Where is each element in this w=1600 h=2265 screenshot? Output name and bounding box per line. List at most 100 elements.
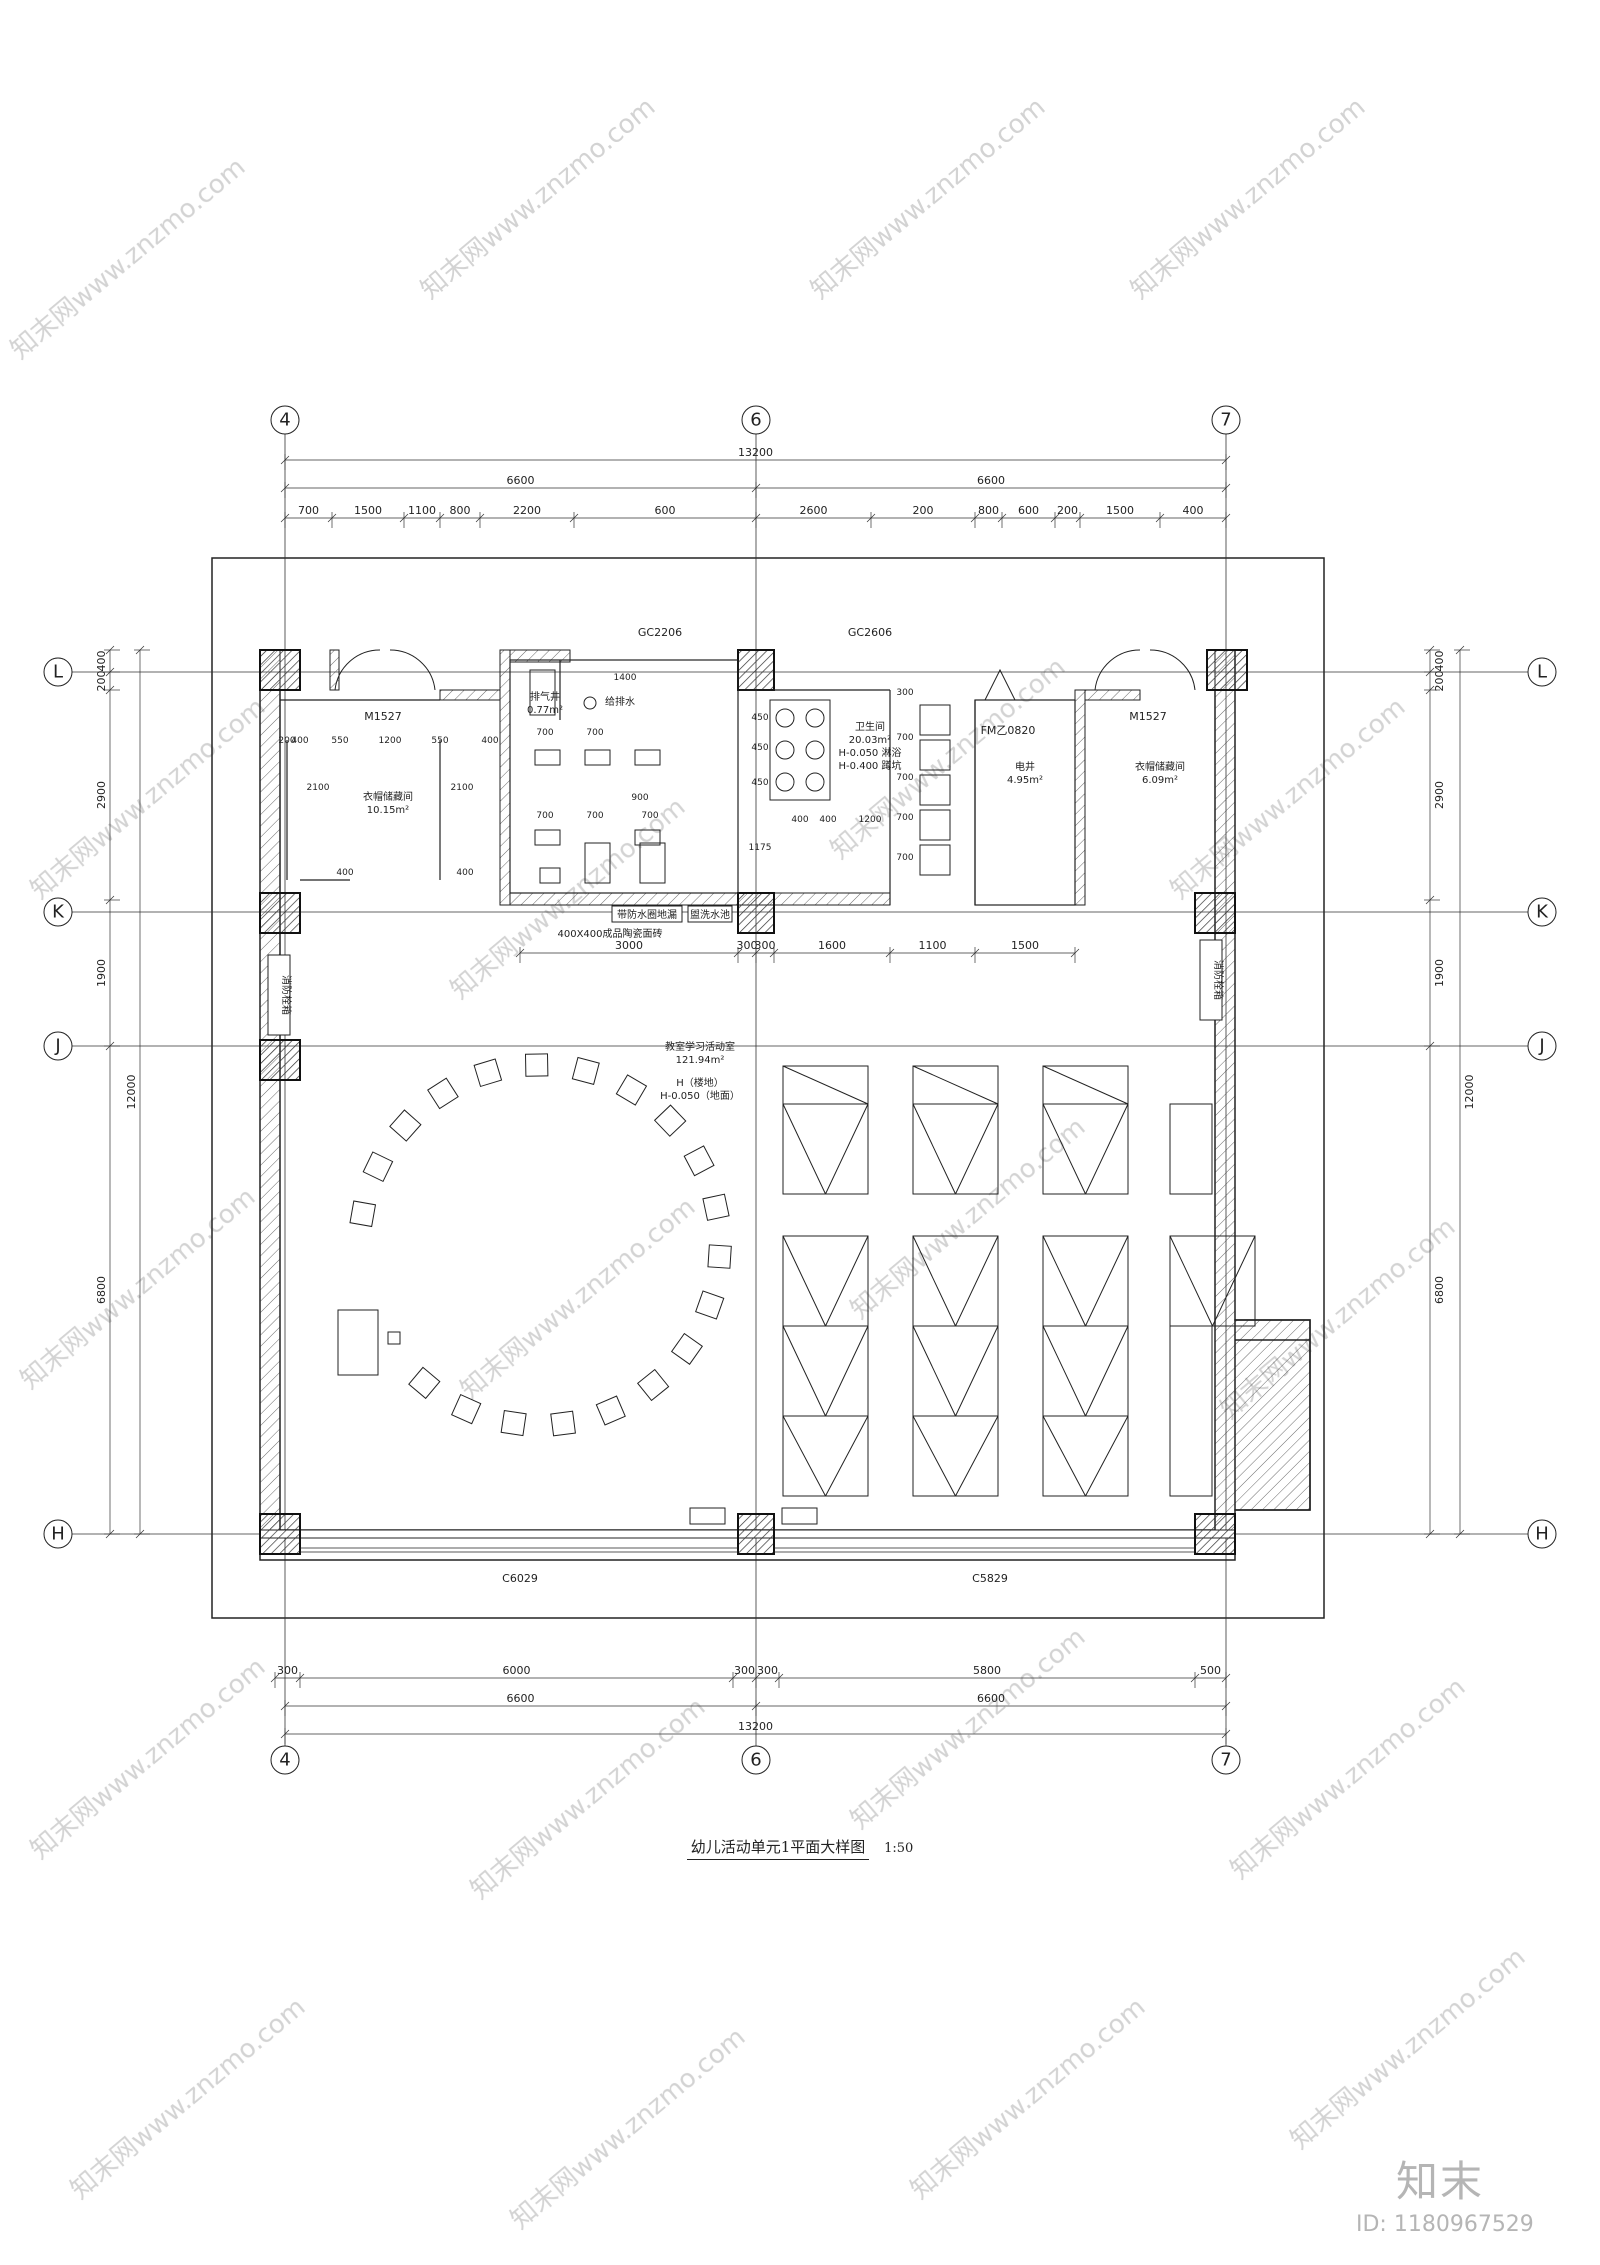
axis-label-row-L-left: L bbox=[53, 662, 63, 683]
axis-label-row-L-right: L bbox=[1537, 662, 1547, 683]
window-tag-top-left: GC2206 bbox=[638, 626, 682, 639]
watermark-text: 知末网www.znzmo.com bbox=[465, 1692, 711, 1905]
dim-bottom-half-label: 6600 bbox=[507, 1692, 535, 1705]
dim-toilet-label: 900 bbox=[631, 793, 648, 803]
bed bbox=[782, 1415, 869, 1497]
child-seat bbox=[653, 1104, 687, 1137]
dim-top-half-label: 6600 bbox=[507, 474, 535, 487]
room-area-coat-left: 10.15m² bbox=[367, 805, 409, 816]
dim-top-seg-label: 700 bbox=[298, 504, 319, 517]
dim-top-seg-label: 400 bbox=[1183, 504, 1204, 517]
dim-top-seg-label: 600 bbox=[1018, 504, 1039, 517]
dim-left-room-label: 2100 bbox=[307, 783, 330, 793]
drawing-title-block: 幼儿活动单元1平面大样图 1:50 bbox=[620, 1836, 980, 1860]
child-seat bbox=[615, 1074, 648, 1106]
window-tag-bottom-right: C5829 bbox=[972, 1572, 1008, 1585]
dim-bottom-seg-label: 300 bbox=[757, 1664, 778, 1677]
axis-label-col-7-bottom: 7 bbox=[1220, 1750, 1231, 1771]
dim-left-room-label: 400 bbox=[456, 868, 473, 878]
dim-interior-label: 1500 bbox=[1011, 939, 1039, 952]
watermark-text: 知末网www.znzmo.com bbox=[15, 1182, 261, 1395]
bed bbox=[1169, 1235, 1256, 1327]
room-name-supply: 给排水 bbox=[605, 695, 635, 708]
toilet-fixtures bbox=[529, 669, 951, 884]
bed bbox=[912, 1325, 999, 1417]
dim-top-seg-label: 2200 bbox=[513, 504, 541, 517]
dim-toilet-label: 700 bbox=[536, 728, 553, 738]
drawing-title: 幼儿活动单元1平面大样图 bbox=[686, 1836, 870, 1860]
note-basin: 盥洗水池 bbox=[690, 908, 730, 921]
bed bbox=[912, 1415, 999, 1497]
watermark-text: 知末网www.znzmo.com bbox=[905, 1992, 1151, 2205]
note-floor-drain: 带防水圈地漏 bbox=[617, 908, 677, 921]
dim-left-room-label: 400 bbox=[336, 868, 353, 878]
room-name-coat-right: 衣帽储藏间 bbox=[1135, 760, 1185, 773]
axis-labels: 4 6 7 4 6 7 L K J H L K J H bbox=[51, 410, 1549, 1771]
watermark-text: 知末网www.znzmo.com bbox=[845, 1622, 1091, 1835]
dim-left-room-label: 2100 bbox=[451, 783, 474, 793]
structural-columns bbox=[259, 649, 1248, 1555]
dim-top-total-label: 13200 bbox=[738, 446, 773, 459]
dim-right-seg-label: 200 bbox=[1433, 671, 1446, 692]
dim-interior-label: 300 bbox=[737, 939, 758, 952]
dim-right-seg-label: 2900 bbox=[1433, 781, 1446, 809]
dim-left-seg-label: 2900 bbox=[95, 781, 108, 809]
bed bbox=[912, 1103, 999, 1195]
dim-toilet-label: 400 bbox=[819, 815, 836, 825]
dim-toilet-label: 1200 bbox=[859, 815, 882, 825]
child-seat bbox=[427, 1077, 459, 1110]
child-seat bbox=[707, 1244, 732, 1269]
axis-bubbles bbox=[43, 405, 1557, 1775]
drawing-scale: 1:50 bbox=[884, 1841, 914, 1856]
child-seat bbox=[571, 1056, 600, 1085]
dim-bottom-seg-label: 6000 bbox=[503, 1664, 531, 1677]
bed bbox=[782, 1325, 869, 1417]
axis-label-col-4-top: 4 bbox=[279, 410, 290, 431]
dim-left-seg-label: 1900 bbox=[95, 959, 108, 987]
dim-toilet-label: 700 bbox=[536, 811, 553, 821]
dim-toilet-label: 700 bbox=[896, 733, 913, 743]
dim-bottom-seg-label: 300 bbox=[734, 1664, 755, 1677]
axis-label-col-7-top: 7 bbox=[1220, 410, 1231, 431]
bed bbox=[1169, 1103, 1213, 1195]
child-seat bbox=[524, 1053, 549, 1077]
watermark-text: 知末网www.znzmo.com bbox=[1165, 692, 1411, 905]
window-glazing-bottom bbox=[300, 1547, 1195, 1553]
bed-grid bbox=[782, 1065, 1256, 1497]
dim-interior-label: 3000 bbox=[615, 939, 643, 952]
dim-top-seg-label: 1500 bbox=[354, 504, 382, 517]
watermark-text: 知末网www.znzmo.com bbox=[455, 1192, 701, 1405]
axis-label-col-4-bottom: 4 bbox=[279, 1750, 290, 1771]
dim-left-room-label: 1200 bbox=[379, 736, 402, 746]
note-boxes bbox=[267, 905, 1223, 1036]
axis-label-row-J-right: J bbox=[1538, 1036, 1544, 1057]
dim-right-total-label: 12000 bbox=[1463, 1075, 1476, 1110]
room-area-coat-right: 6.09m² bbox=[1142, 775, 1178, 786]
bed bbox=[1042, 1415, 1129, 1497]
axis-label-row-K-right: K bbox=[1536, 902, 1549, 923]
watermark-text: 知末网www.znzmo.com bbox=[5, 152, 251, 365]
dim-toilet-label: 700 bbox=[641, 811, 658, 821]
dim-toilet-label: 300 bbox=[896, 688, 913, 698]
teacher-desk bbox=[337, 1309, 401, 1376]
dim-left-seg-label: 400 bbox=[95, 651, 108, 672]
dim-toilet-label: 700 bbox=[896, 813, 913, 823]
dim-top-seg-label: 600 bbox=[655, 504, 676, 517]
dim-top-seg-label: 1500 bbox=[1106, 504, 1134, 517]
watermark-text: 知末网www.znzmo.com bbox=[1125, 92, 1371, 305]
dim-right-seg-label: 400 bbox=[1433, 651, 1446, 672]
dim-top-seg-label: 800 bbox=[450, 504, 471, 517]
bed bbox=[1042, 1235, 1129, 1327]
dim-toilet-label: 700 bbox=[896, 773, 913, 783]
room-name-vent: 排气井 bbox=[530, 690, 560, 703]
door-tag-fire: FM乙0820 bbox=[981, 724, 1036, 737]
room-area-electric: 4.95m² bbox=[1007, 775, 1043, 786]
doors bbox=[334, 649, 1196, 701]
window-tag-bottom-left: C6029 bbox=[502, 1572, 538, 1585]
dim-top-seg-label: 1100 bbox=[408, 504, 436, 517]
child-seat bbox=[349, 1200, 377, 1228]
dim-interior-label: 1600 bbox=[818, 939, 846, 952]
dim-toilet-label: 450 bbox=[751, 743, 768, 753]
dim-toilet-label: 1400 bbox=[614, 673, 637, 683]
